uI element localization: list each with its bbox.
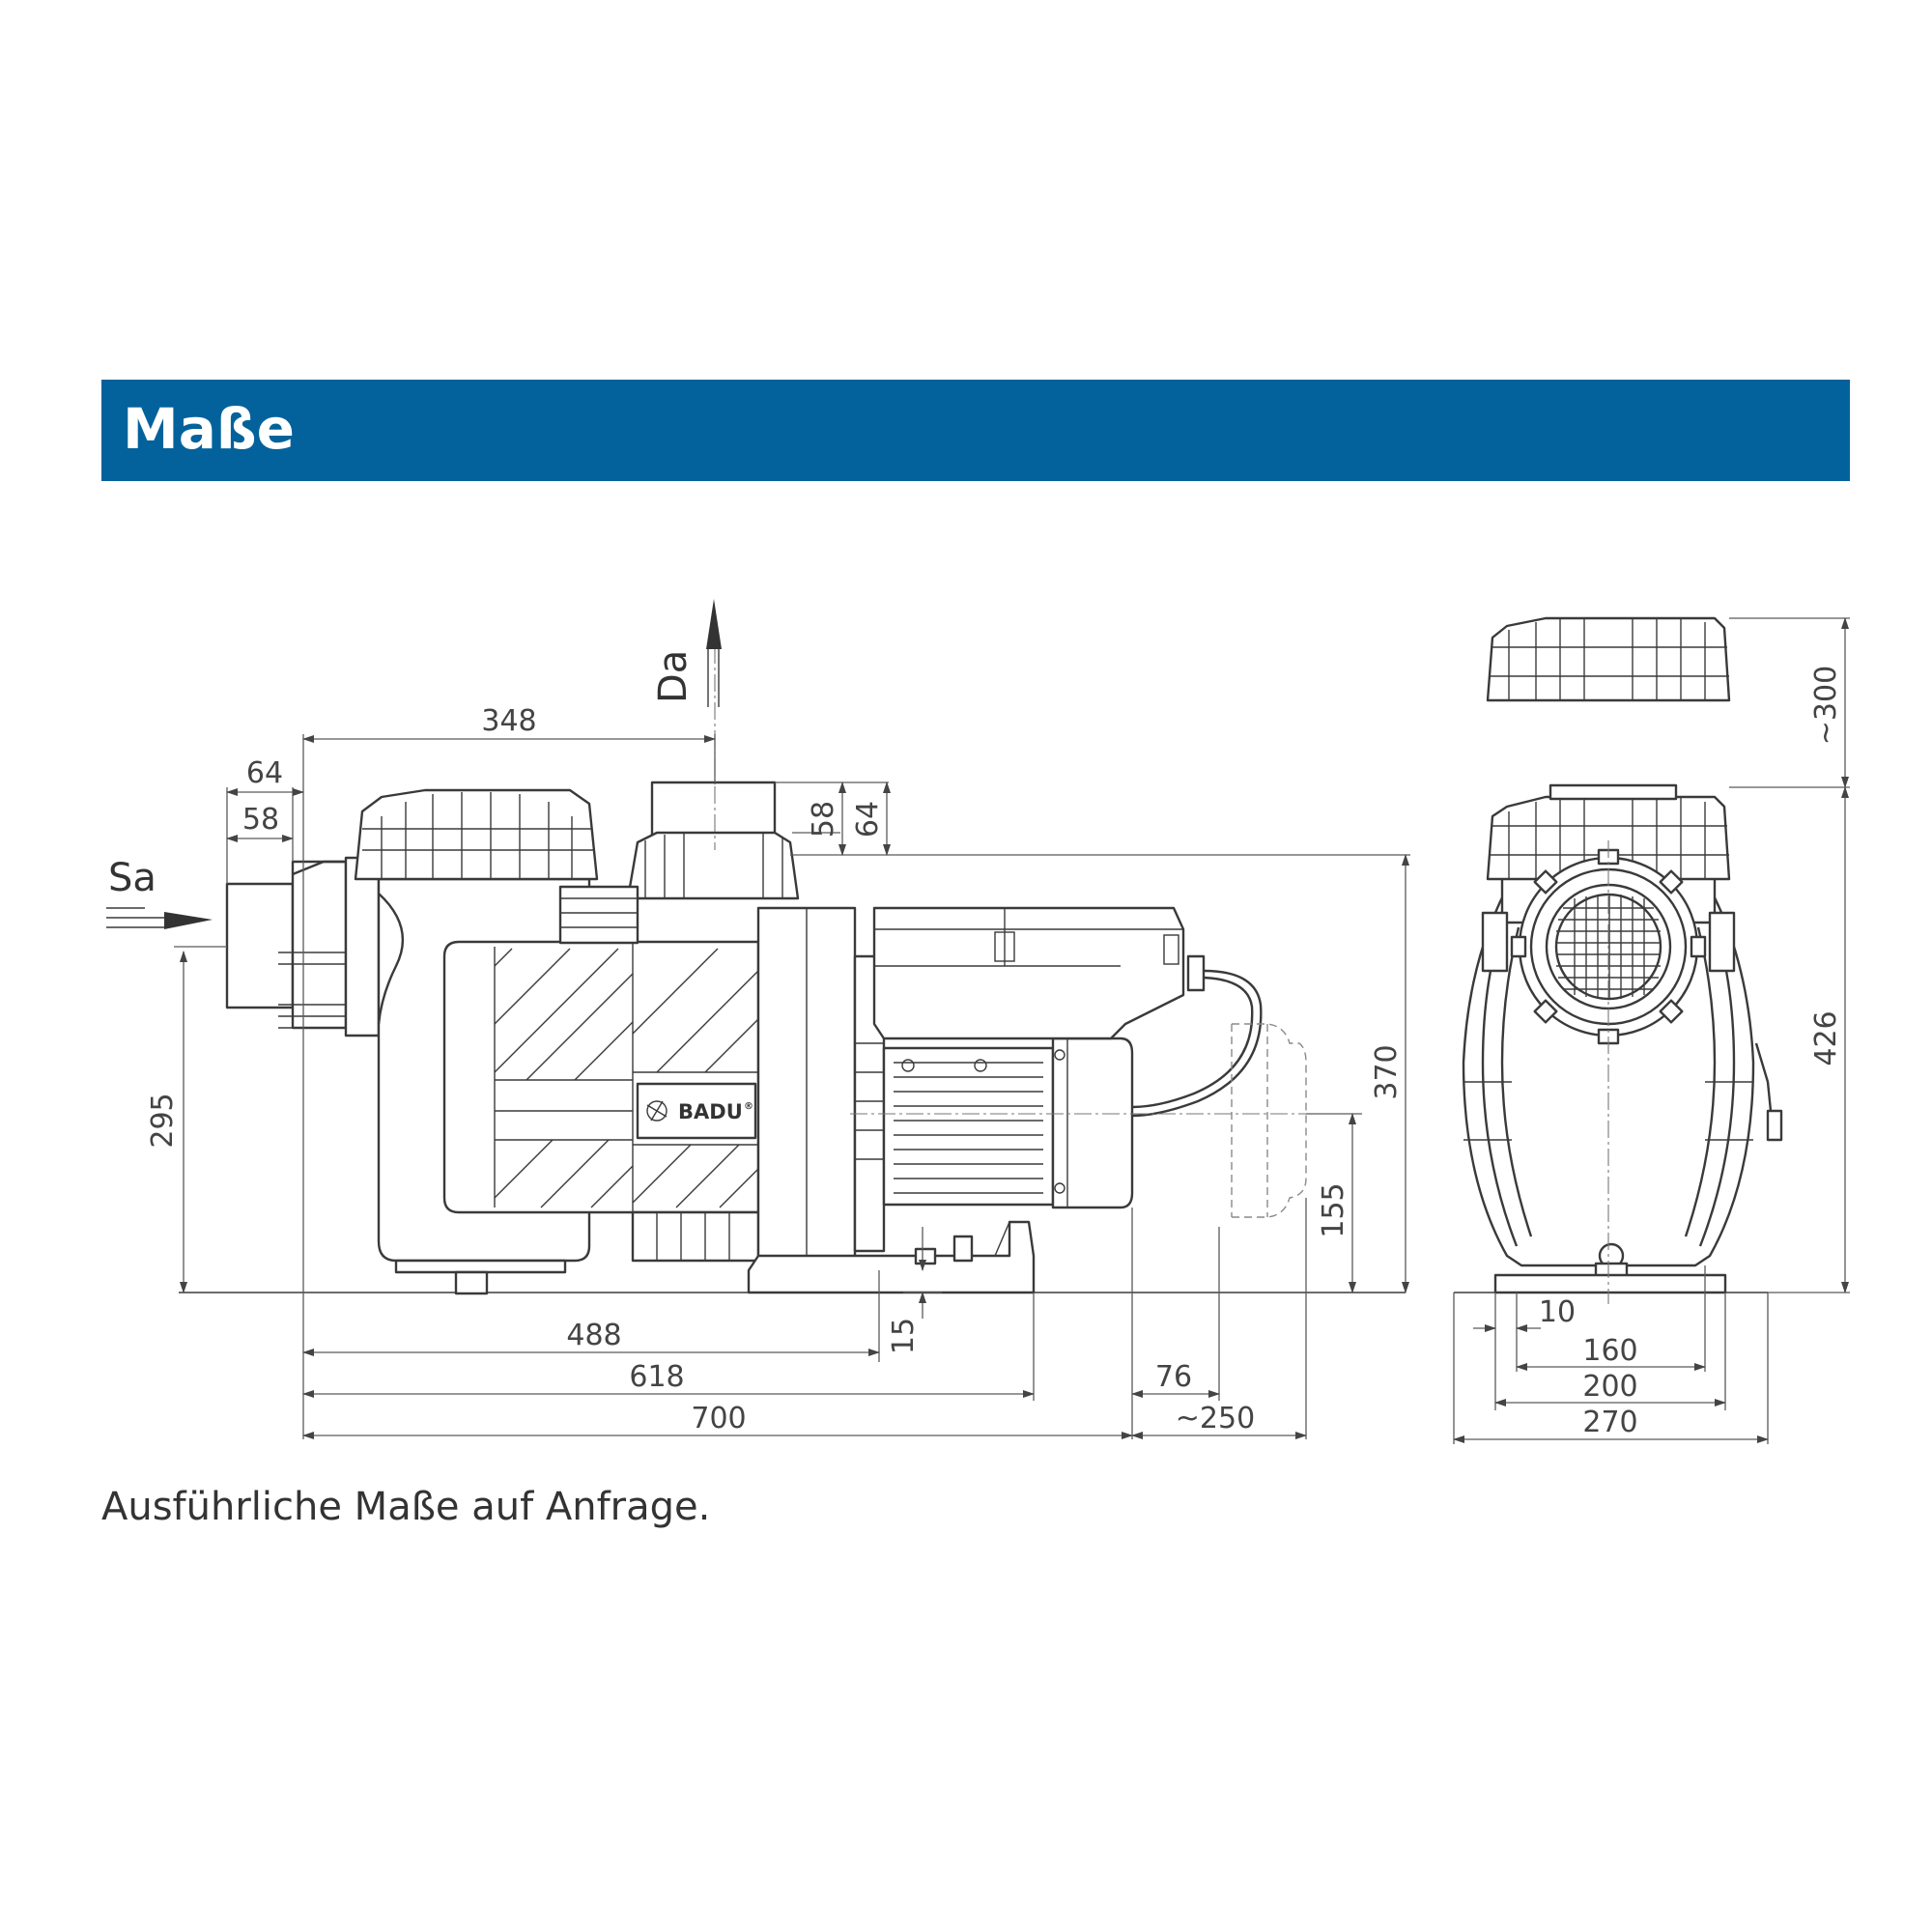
dimension-58-inlet: 58 [242, 803, 279, 837]
dimension-155: 155 [1317, 1182, 1350, 1237]
dimension-58-outlet: 58 [807, 801, 840, 838]
dimension-200: 200 [1582, 1370, 1637, 1404]
front-view-dimension-lines [1453, 617, 1850, 1444]
dimension-160: 160 [1582, 1334, 1637, 1368]
dimension-700: 700 [691, 1402, 746, 1435]
discharge-arrow [706, 599, 722, 707]
dimension-10: 10 [1539, 1295, 1576, 1329]
pump-front-view [1454, 616, 1783, 1304]
dimension-295: 295 [146, 1093, 180, 1148]
dimension-15: 15 [887, 1318, 921, 1354]
pump-side-view: BADU ® [179, 618, 1406, 1295]
dimension-76: 76 [1155, 1360, 1192, 1394]
dimension-270: 270 [1582, 1406, 1637, 1439]
brand-trademark: ® [744, 1101, 753, 1112]
dimension-64-outlet: 64 [851, 801, 885, 838]
footnote-text: Ausführliche Maße auf Anfrage. [101, 1485, 711, 1529]
dimension-618: 618 [629, 1360, 684, 1394]
section-header-bar: Maße [101, 380, 1850, 481]
dimension-488: 488 [566, 1319, 621, 1352]
brand-logo-text: BADU [678, 1100, 743, 1123]
dimension-426: 426 [1809, 1010, 1843, 1065]
dimension-250: ~250 [1176, 1402, 1255, 1435]
section-title: Maße [123, 396, 295, 462]
dimension-348: 348 [481, 704, 536, 738]
dimension-370: 370 [1370, 1044, 1404, 1099]
dimension-64-inlet: 64 [246, 756, 283, 790]
suction-label: Sa [108, 856, 156, 900]
suction-arrow [106, 907, 213, 929]
side-view-dimension-lines [174, 734, 1410, 1439]
dimension-300: ~300 [1809, 666, 1843, 745]
discharge-label: Da [651, 650, 696, 703]
